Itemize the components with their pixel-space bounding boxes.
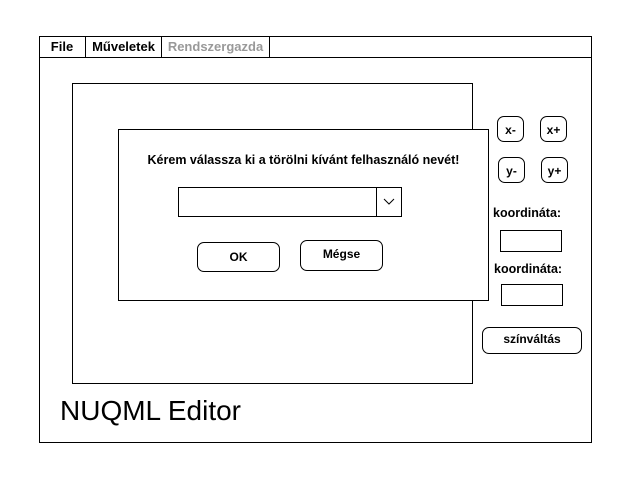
coordinate-label-1: koordináta: — [493, 206, 562, 220]
color-switch-button[interactable]: színváltás — [482, 327, 582, 354]
app-title: NUQML Editor — [60, 395, 242, 426]
ok-button[interactable]: OK — [197, 242, 280, 272]
coordinate-input-1[interactable] — [500, 230, 562, 252]
y-minus-button[interactable]: y- — [498, 157, 525, 183]
dialog-prompt: Kérem válassza ki a törölni kívánt felha… — [147, 153, 460, 167]
x-minus-button[interactable]: x- — [497, 116, 524, 142]
menu-admin: Rendszergazda — [162, 36, 270, 58]
main-window — [39, 36, 592, 443]
menu-file[interactable]: File — [39, 36, 86, 58]
menu-operations[interactable]: Műveletek — [86, 36, 162, 58]
delete-user-dialog — [118, 129, 489, 301]
y-plus-button[interactable]: y+ — [541, 157, 568, 183]
x-plus-button[interactable]: x+ — [540, 116, 567, 142]
chevron-down-icon[interactable] — [376, 187, 402, 217]
user-select[interactable] — [178, 187, 402, 217]
coordinate-input-2[interactable] — [501, 284, 563, 306]
menu-bar — [39, 36, 592, 58]
cancel-button[interactable]: Mégse — [300, 240, 383, 271]
coordinate-label-2: koordináta: — [494, 262, 563, 276]
